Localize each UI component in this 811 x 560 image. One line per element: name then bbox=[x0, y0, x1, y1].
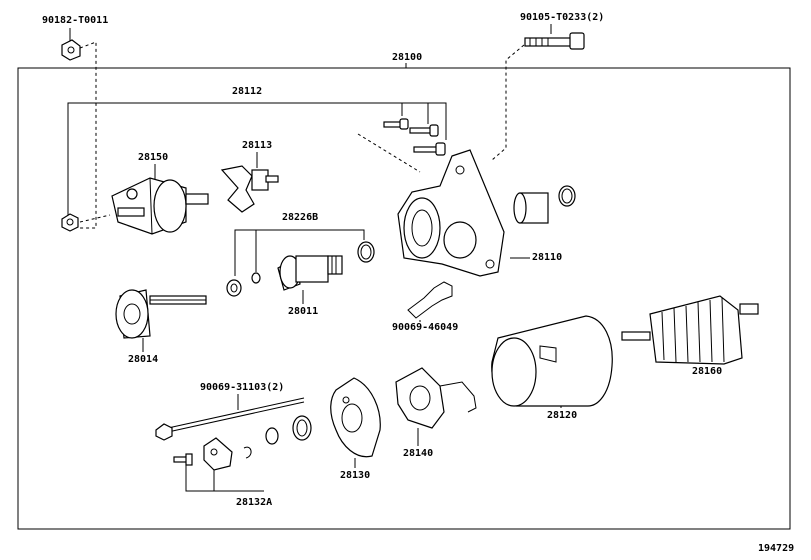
label-28150[interactable]: 28150 bbox=[138, 152, 168, 163]
label-28120[interactable]: 28120 bbox=[547, 410, 577, 421]
lever-icon[interactable] bbox=[220, 165, 279, 213]
label-90069-31103[interactable]: 90069-31103(2) bbox=[200, 382, 284, 393]
bolt-icon[interactable] bbox=[524, 32, 585, 50]
nut-icon[interactable] bbox=[61, 213, 79, 232]
o-ring-icon[interactable] bbox=[265, 427, 279, 445]
washer-icon[interactable] bbox=[226, 279, 242, 297]
end-frame-icon[interactable] bbox=[330, 377, 381, 458]
label-28130[interactable]: 28130 bbox=[340, 470, 370, 481]
housing-icon[interactable] bbox=[397, 149, 505, 277]
label-28011[interactable]: 28011 bbox=[288, 306, 318, 317]
label-28014[interactable]: 28014 bbox=[128, 354, 158, 365]
label-90069-46049[interactable]: 90069-46049 bbox=[392, 322, 458, 333]
label-28160[interactable]: 28160 bbox=[692, 366, 722, 377]
small-bolt-icon[interactable] bbox=[383, 118, 409, 130]
hose-icon[interactable] bbox=[407, 281, 453, 319]
ring-icon[interactable] bbox=[558, 185, 576, 207]
label-28226B[interactable]: 28226B bbox=[282, 212, 318, 223]
seal-ring-icon[interactable] bbox=[292, 415, 312, 441]
label-28140[interactable]: 28140 bbox=[403, 448, 433, 459]
label-90182-T0011[interactable]: 90182-T0011 bbox=[42, 15, 108, 26]
gear-shaft-icon[interactable] bbox=[115, 289, 207, 339]
screw-icon[interactable] bbox=[173, 453, 193, 466]
small-bolt-icon[interactable] bbox=[413, 142, 446, 156]
nut-icon[interactable] bbox=[61, 39, 81, 61]
label-28132A[interactable]: 28132A bbox=[236, 497, 272, 508]
label-28110[interactable]: 28110 bbox=[532, 252, 562, 263]
through-bolt-icon[interactable] bbox=[155, 397, 305, 441]
clip-icon[interactable] bbox=[243, 446, 252, 459]
assembly-frame bbox=[17, 67, 791, 530]
snap-ring-icon[interactable] bbox=[251, 272, 261, 284]
label-90105-T0233[interactable]: 90105-T0233(2) bbox=[520, 12, 604, 23]
cover-plate-icon[interactable] bbox=[203, 437, 233, 471]
armature-icon[interactable] bbox=[621, 295, 759, 365]
label-28100[interactable]: 28100 bbox=[392, 52, 422, 63]
figure-id: 194729 bbox=[758, 543, 794, 554]
ring-icon[interactable] bbox=[357, 241, 375, 263]
solenoid-icon[interactable] bbox=[111, 177, 209, 235]
yoke-icon[interactable] bbox=[491, 315, 613, 407]
brush-holder-icon[interactable] bbox=[395, 367, 477, 429]
bearing-icon[interactable] bbox=[513, 192, 549, 224]
small-bolt-icon[interactable] bbox=[409, 124, 439, 137]
clutch-icon[interactable] bbox=[277, 255, 343, 291]
label-28113[interactable]: 28113 bbox=[242, 140, 272, 151]
label-28112[interactable]: 28112 bbox=[232, 86, 262, 97]
